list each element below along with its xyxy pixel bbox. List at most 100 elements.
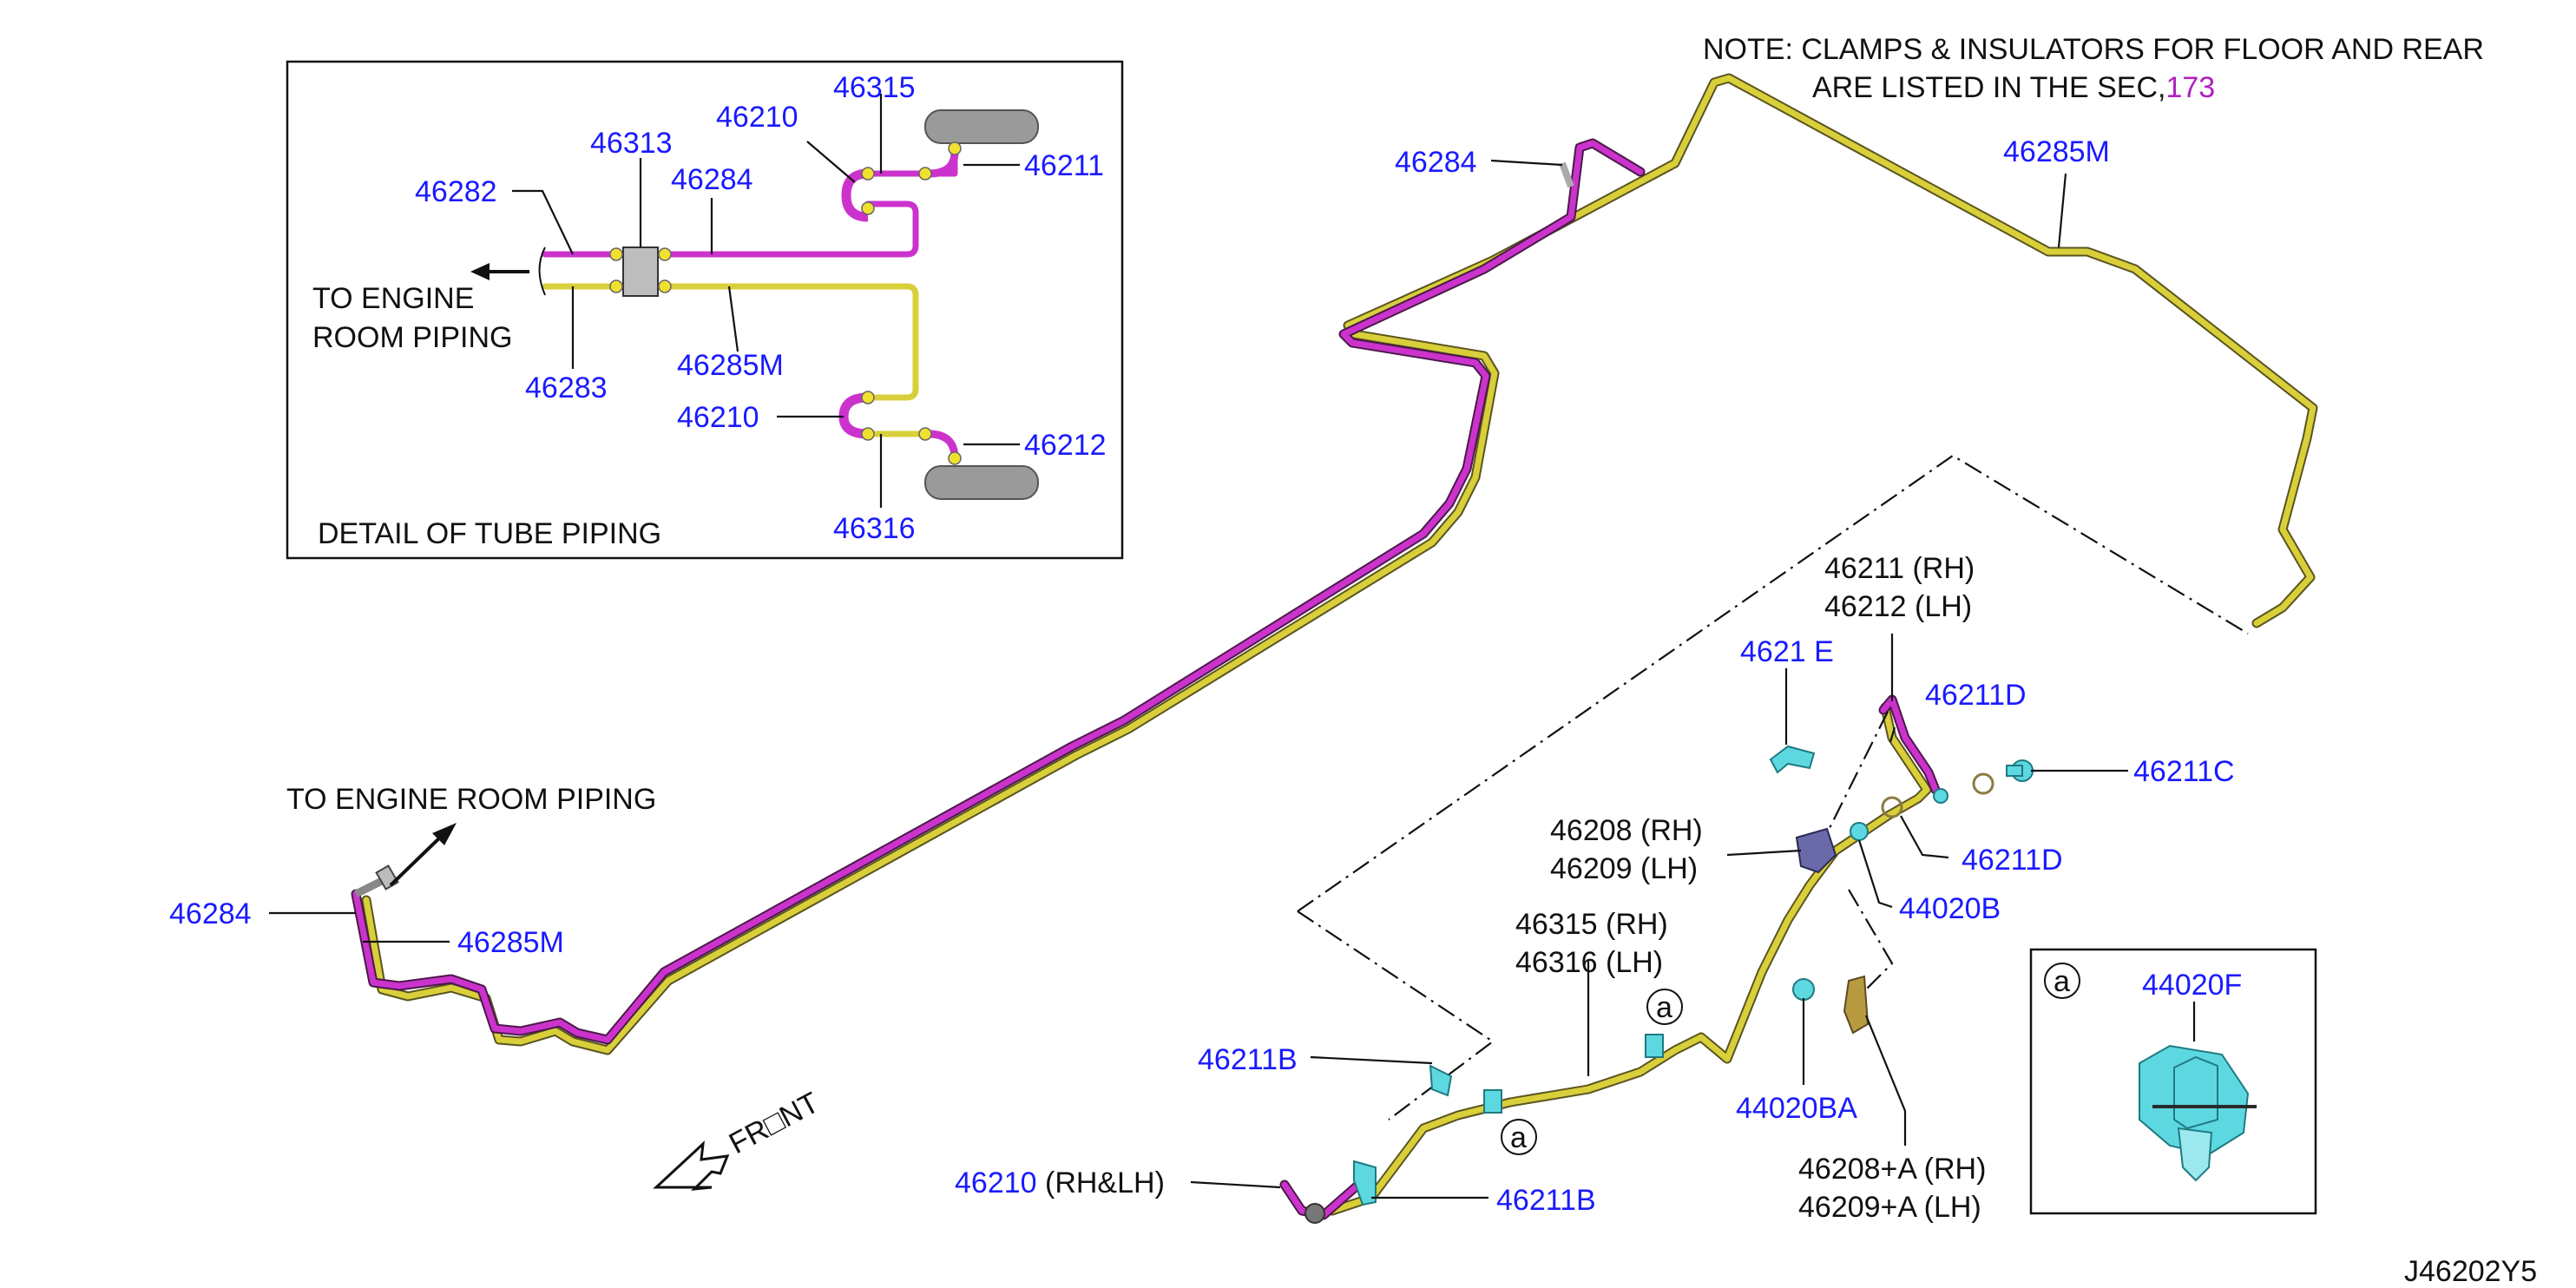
phantom-outlines — [1297, 454, 2249, 1120]
part-46285M-inset[interactable]: 46285M — [677, 349, 784, 382]
detail-a-marker: a — [2054, 965, 2070, 998]
clip-46211B-upper — [1429, 1064, 1453, 1097]
main-leaders — [269, 159, 2128, 1199]
washer-46211D-b — [1972, 772, 1994, 795]
part-46285M-top[interactable]: 46285M — [2003, 135, 2110, 168]
inset-detail-tube-piping: 46315 46210 46211 46313 46284 46282 TO E… — [286, 60, 1124, 560]
inset-frame — [286, 60, 1124, 560]
note-line-2: ARE LISTED IN THE SEC,173 — [1812, 71, 2215, 104]
phantom-46208A — [1848, 889, 1894, 999]
part-46283[interactable]: 46283 — [525, 371, 608, 404]
phantom-46211B — [1297, 910, 1495, 1120]
pipe-46315 — [1329, 704, 1930, 1214]
label-to-engine: TO ENGINE ROOM PIPING — [286, 783, 656, 816]
part-46284-top[interactable]: 46284 — [1395, 146, 1477, 179]
clip-a-upper — [1645, 1034, 1664, 1058]
leader-46208A — [1864, 1015, 1907, 1146]
part-46212[interactable]: 46212 — [1024, 429, 1107, 462]
small-parts — [1304, 745, 2034, 1224]
part-46315[interactable]: 46315 — [833, 71, 916, 104]
part-46211B-a[interactable]: 46211B — [1198, 1043, 1298, 1076]
inset-hose-46211 — [928, 151, 959, 178]
main-labels: TO ENGINE ROOM PIPING 46284 46285M 46284… — [169, 135, 2537, 1288]
pipe-46285M — [363, 75, 2316, 1054]
label-46209A-lh: 46209+A (LH) — [1798, 1191, 1981, 1224]
part-46282[interactable]: 46282 — [415, 175, 497, 208]
inset-engine-line-1: TO ENGINE — [312, 282, 474, 315]
marker-a1-circle — [1646, 989, 1683, 1025]
label-46209-lh: 46209 (LH) — [1550, 852, 1698, 885]
section-ref-link[interactable]: 173 — [2165, 71, 2215, 104]
inset-pipe-46285M — [552, 283, 919, 401]
note: NOTE: CLAMPS & INSULATORS FOR FLOOR AND … — [1703, 33, 2484, 104]
pipe-46284 — [352, 140, 1644, 1043]
part-46210-top[interactable]: 46210 — [716, 101, 798, 134]
leader-46208 — [1726, 849, 1802, 857]
leader-46211D-top — [1889, 726, 1896, 743]
part-46316[interactable]: 46316 — [833, 512, 916, 545]
label-46212-lh: 46212 (LH) — [1824, 590, 1972, 623]
part-46284-inset[interactable]: 46284 — [671, 163, 753, 196]
leader-44020B — [1857, 839, 1893, 909]
part-44020B[interactable]: 44020B — [1899, 892, 2001, 925]
detail-a-frame — [2029, 948, 2317, 1215]
part-46313[interactable]: 46313 — [590, 127, 673, 160]
fitting-hose-end — [1933, 788, 1948, 804]
hose-46211 — [1880, 696, 1939, 793]
inset-joints — [609, 141, 962, 465]
leader-46285M-top — [2057, 173, 2067, 248]
leader-46210-main — [1190, 1180, 1281, 1189]
clip-46211B-lower — [1353, 1160, 1377, 1206]
part-44020F[interactable]: 44020F — [2142, 969, 2242, 1002]
main-piping — [351, 73, 2318, 1220]
part-46285M-left[interactable]: 46285M — [457, 926, 564, 959]
bolt-46211C-shank — [2006, 765, 2023, 777]
part-46284-left[interactable]: 46284 — [169, 897, 252, 930]
inset-break-mark — [538, 246, 546, 296]
part-46211B-b[interactable]: 46211B — [1496, 1184, 1596, 1217]
detail-a-box: a 44020F — [2029, 948, 2317, 1215]
leader-46211D — [1900, 815, 1949, 859]
clip-44020F-illustration — [2139, 1044, 2257, 1182]
inset-arrow-head — [470, 263, 490, 280]
part-44020BA[interactable]: 44020BA — [1736, 1092, 1857, 1125]
label-46208A-rh: 46208+A (RH) — [1798, 1153, 1986, 1186]
connector-46313 — [622, 246, 659, 297]
bracket-46208A — [1843, 975, 1870, 1035]
part-46211E[interactable]: 4621 E — [1740, 635, 1834, 668]
washer-46211D-a — [1881, 796, 1903, 818]
figure-id: J46202Y5 — [2404, 1255, 2537, 1288]
label-46210-rhlh: 46210 (RH&LH) — [955, 1166, 1165, 1199]
clip-44020BA — [1792, 978, 1815, 1001]
pipe-46285M-outline — [361, 73, 2318, 1055]
marker-a1: a — [1656, 991, 1672, 1024]
leader-46284-top — [1490, 159, 1563, 167]
marker-a2: a — [1510, 1121, 1527, 1154]
part-46211D-top[interactable]: 46211D — [1925, 679, 2027, 712]
inset-hose-46210-top — [841, 168, 869, 222]
banjo-46210 — [1304, 1203, 1325, 1224]
part-46211[interactable]: 46211 — [1024, 149, 1104, 182]
marker-a2-circle — [1501, 1119, 1537, 1155]
note-line-1: NOTE: CLAMPS & INSULATORS FOR FLOOR AND … — [1703, 33, 2484, 66]
part-46210-bottom[interactable]: 46210 — [677, 401, 759, 434]
front-arrow — [653, 1140, 730, 1191]
engine-arrow-head — [432, 823, 457, 845]
leader-46210-top — [806, 141, 856, 183]
front-indicator: FR□NT — [653, 1086, 825, 1191]
label-46210-suffix: (RH&LH) — [1037, 1166, 1165, 1199]
caliper-bottom — [924, 465, 1039, 500]
fitting-front — [353, 877, 384, 898]
part-46210-main[interactable]: 46210 — [955, 1166, 1037, 1199]
leader-46211B-a — [1310, 1055, 1433, 1065]
clip-46211E — [1769, 745, 1816, 774]
label-46208-rh: 46208 (RH) — [1550, 814, 1703, 847]
detail-a-marker-circle — [2044, 963, 2080, 999]
part-46211C[interactable]: 46211C — [2133, 755, 2235, 788]
part-46211D[interactable]: 46211D — [1962, 844, 2063, 877]
label-46315-rh: 46315 (RH) — [1515, 908, 1668, 941]
engine-arrow-shaft — [389, 833, 444, 887]
note-line-2-text: ARE LISTED IN THE SEC, — [1812, 71, 2165, 104]
clip-44020B — [1850, 822, 1869, 841]
label-46316-lh: 46316 (LH) — [1515, 946, 1663, 979]
